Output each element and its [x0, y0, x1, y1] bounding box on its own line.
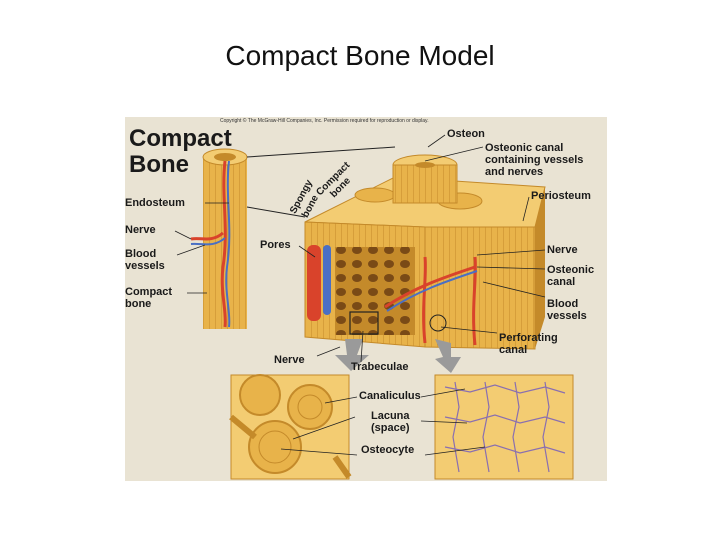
- label-nerve-right: Nerve: [547, 244, 578, 256]
- label-osteonic-canal-2: canal: [547, 276, 576, 288]
- label-pores: Pores: [260, 239, 291, 251]
- label-endosteum: Endosteum: [125, 197, 185, 209]
- magnify-arrows: [335, 339, 461, 373]
- copyright-notice: Copyright © The McGraw-Hill Companies, I…: [220, 118, 429, 124]
- label-nerve-left: Nerve: [125, 224, 156, 236]
- label-perforating-canal-1: Perforating: [499, 332, 558, 344]
- long-bone-shaft: [190, 148, 248, 329]
- zoom-lines: [246, 146, 396, 218]
- label-blood-vessels-left-1: Blood: [125, 248, 157, 260]
- label-nerve-bottom: Nerve: [274, 354, 305, 366]
- compact-bone-block: [304, 154, 546, 350]
- label-canaliculus: Canaliculus: [359, 390, 421, 402]
- osteocyte-micro-view: [434, 374, 574, 480]
- label-blood-vessels-right-1: Blood: [547, 298, 579, 310]
- label-osteonic-canal-vessels-2: containing vessels: [485, 154, 584, 166]
- label-perforating-canal-2: canal: [499, 344, 528, 356]
- bone-illustration: [174, 134, 574, 480]
- leader-lines: [174, 134, 546, 456]
- label-osteonic-canal-1: Osteonic: [547, 264, 595, 276]
- trabeculae-micro-view: [229, 374, 352, 480]
- label-osteon: Osteon: [447, 128, 485, 140]
- label-trabeculae: Trabeculae: [351, 361, 409, 373]
- figure-title-line2: Bone: [129, 151, 189, 178]
- label-blood-vessels-left-2: vessels: [125, 260, 165, 272]
- label-compact-bone-2: bone: [125, 298, 152, 310]
- label-compact-bone-1: Compact: [125, 286, 173, 298]
- figure-title-line1: Compact: [129, 125, 232, 152]
- label-lacuna-1: Lacuna: [371, 410, 410, 422]
- bone-figure: Copyright © The McGraw-Hill Companies, I…: [125, 117, 607, 481]
- label-osteocyte: Osteocyte: [361, 444, 415, 456]
- slide-title: Compact Bone Model: [225, 40, 495, 71]
- label-osteonic-canal-vessels-1: Osteonic canal: [485, 142, 564, 154]
- label-periosteum: Periosteum: [531, 190, 591, 202]
- label-lacuna-2: (space): [371, 422, 410, 434]
- label-osteonic-canal-vessels-3: and nerves: [485, 166, 544, 178]
- label-blood-vessels-right-2: vessels: [547, 310, 587, 322]
